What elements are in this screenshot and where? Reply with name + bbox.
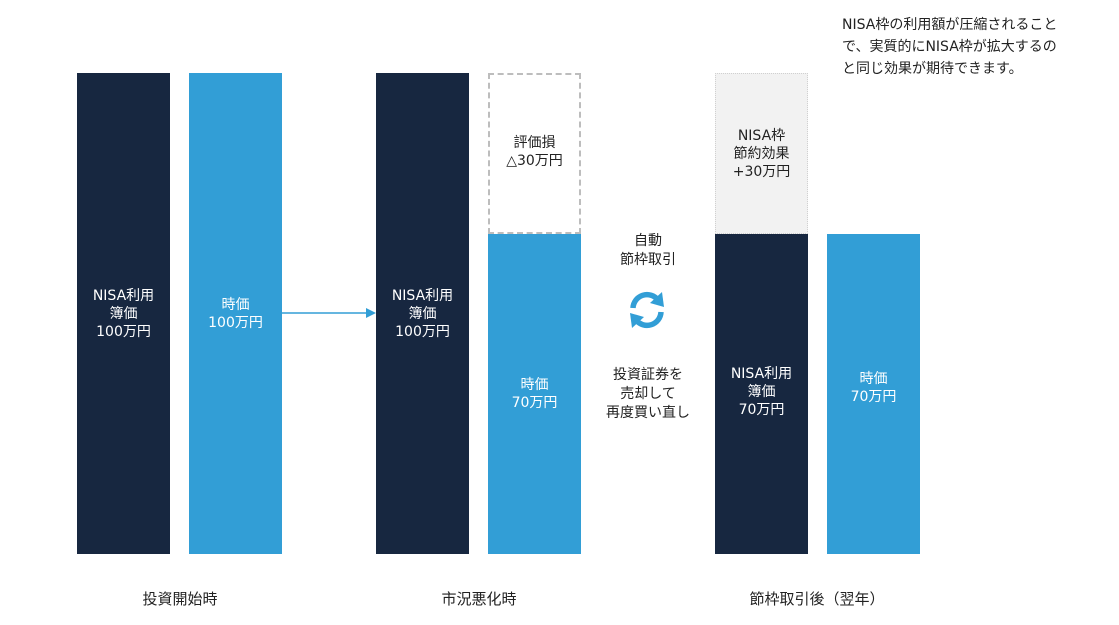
bar-stage1-book-value: NISA利用 簿価 100万円 (77, 73, 170, 554)
auto-transaction-label: 自動 節枠取引 (620, 233, 676, 268)
bar-stage1-market-value: 時価 100万円 (189, 73, 282, 554)
bar-stage2-market-value-label: 時価 70万円 (511, 377, 558, 411)
sell-rebuy-label: 投資証券を 売却して 再度買い直し (606, 367, 690, 421)
bar-stage2-valuation-loss-label: 評価損 △30万円 (506, 134, 563, 169)
refresh-icon (630, 291, 664, 329)
note-text: NISA枠の利用額が圧縮されること で、実質的にNISA枠が拡大するの と同じ効… (842, 17, 1058, 77)
stage1-label: 投資開始時 (142, 590, 218, 608)
arrow-right-icon (282, 308, 376, 318)
bar-stage2-book-value: NISA利用 簿価 100万円 (376, 73, 469, 554)
bar-stage2-book-value-label: NISA利用 簿価 100万円 (391, 287, 454, 340)
bar-stage1-market-value-label: 時価 100万円 (208, 296, 263, 331)
bar-stage2-market-value: 時価 70万円 (488, 234, 581, 554)
stage2-label: 市況悪化時 (441, 590, 517, 608)
bar-stage3-nisa-saving: NISA枠 節約効果 +30万円 (715, 73, 808, 234)
bar-stage3-market-value: 時価 70万円 (827, 234, 920, 554)
bar-stage3-book-value: NISA利用 簿価 70万円 (715, 234, 808, 554)
bar-stage2-valuation-loss: 評価損 △30万円 (488, 73, 581, 234)
bar-stage1-book-value-label: NISA利用 簿価 100万円 (92, 287, 155, 340)
bar-stage3-nisa-saving-label: NISA枠 節約効果 +30万円 (732, 127, 791, 180)
bar-stage3-market-value-label: 時価 70万円 (850, 371, 897, 405)
stage3-label: 節枠取引後（翌年） (749, 590, 885, 608)
bar-stage3-book-value-label: NISA利用 簿価 70万円 (730, 366, 793, 418)
